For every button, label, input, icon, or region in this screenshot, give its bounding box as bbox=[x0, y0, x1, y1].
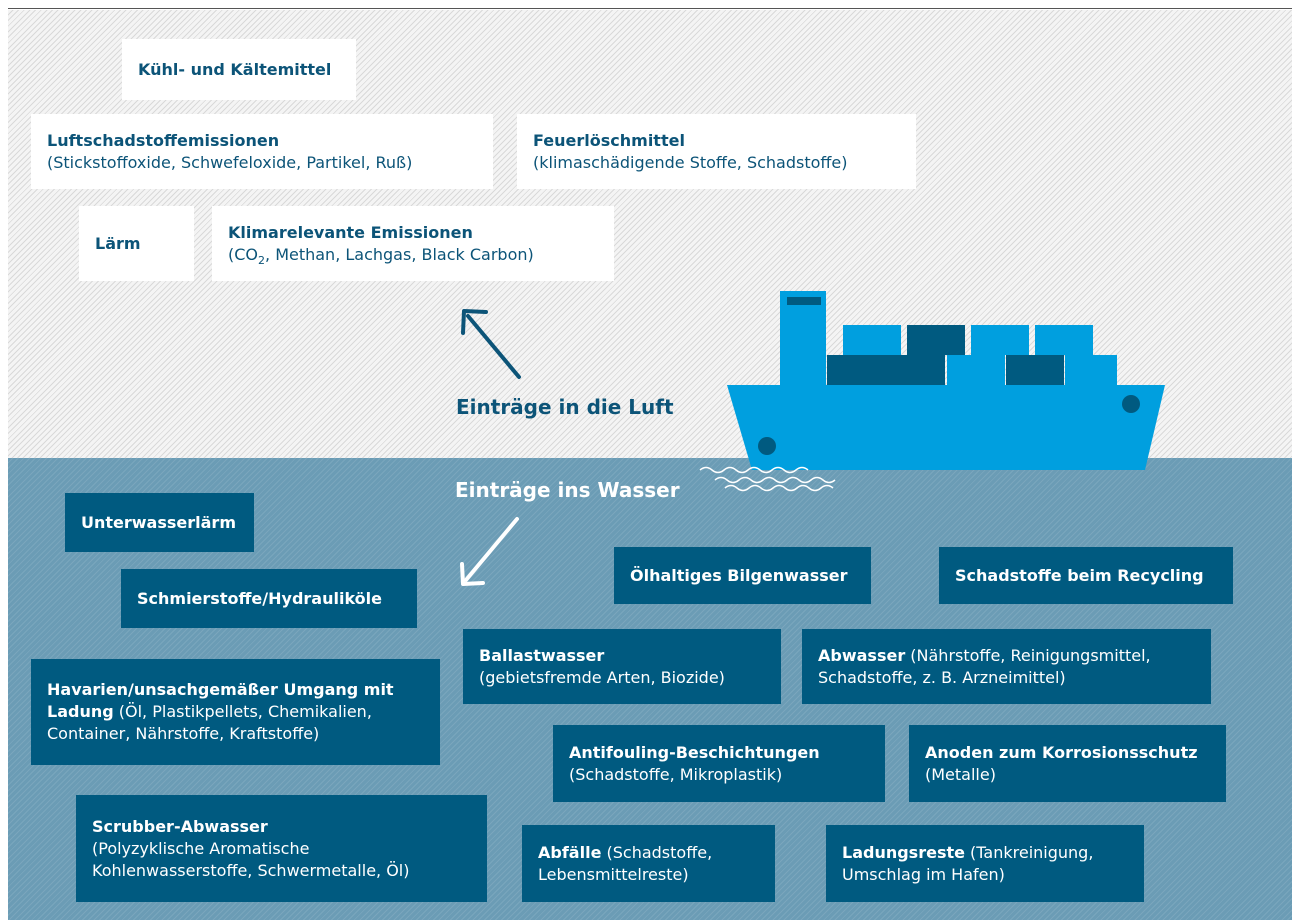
antifouling-detail: (Schadstoffe, Mikroplastik) bbox=[569, 764, 783, 784]
wave-line bbox=[724, 484, 834, 492]
container bbox=[1006, 355, 1064, 385]
laerm-title: Lärm bbox=[95, 233, 141, 253]
box-unterwasserlaerm: Unterwasserlärm bbox=[65, 493, 254, 552]
luftschadstoffe-title: Luftschadstoffemissionen bbox=[47, 130, 280, 150]
ladungsreste-line1: Ladungsreste (Tankreinigung, bbox=[842, 842, 1094, 862]
container bbox=[827, 355, 945, 385]
chimney-band bbox=[787, 297, 821, 305]
container bbox=[947, 355, 1005, 385]
box-laerm: Lärm bbox=[79, 206, 194, 281]
ship-hull bbox=[727, 385, 1165, 470]
antifouling-title: Antifouling-Beschichtungen bbox=[569, 742, 820, 762]
havarien-detail: Container, Nährstoffe, Kraftstoffe) bbox=[47, 724, 320, 743]
box-abwasser: Abwasser (Nährstoffe, Reinigungsmittel, … bbox=[802, 629, 1211, 704]
container bbox=[843, 325, 901, 355]
havarien-line2: Ladung (Öl, Plastikpellets, Chemikalien, bbox=[47, 702, 372, 721]
abwasser-line1: Abwasser (Nährstoffe, Reinigungsmittel, bbox=[818, 645, 1151, 665]
box-ladungsreste: Ladungsreste (Tankreinigung, Umschlag im… bbox=[826, 825, 1144, 902]
box-luftschadstoffe: Luftschadstoffemissionen (Stickstoffoxid… bbox=[31, 114, 493, 189]
anoden-title: Anoden zum Korrosionsschutz bbox=[925, 742, 1198, 762]
klima-title: Klimarelevante Emissionen bbox=[228, 222, 473, 242]
abfaelle-title: Abfälle bbox=[538, 842, 602, 862]
box-feuerloeschmittel: Feuerlöschmittel (klimaschädigende Stoff… bbox=[517, 114, 916, 189]
wave-line bbox=[714, 476, 836, 484]
abfaelle-detail: Lebensmittelreste) bbox=[538, 864, 689, 884]
wave-line bbox=[699, 466, 809, 474]
ballastwasser-title: Ballastwasser bbox=[479, 645, 605, 665]
abfaelle-line1: Abfälle (Schadstoffe, bbox=[538, 842, 713, 862]
box-havarien: Havarien/unsachgemäßer Umgang mit Ladung… bbox=[31, 659, 440, 765]
ladungsreste-detail: Umschlag im Hafen) bbox=[842, 864, 1005, 884]
ship-chimney bbox=[780, 291, 826, 385]
top-rule bbox=[8, 8, 1292, 9]
porthole bbox=[1122, 395, 1140, 413]
container bbox=[1065, 355, 1117, 385]
unterwasserlaerm-title: Unterwasserlärm bbox=[81, 512, 236, 532]
anoden-detail: (Metalle) bbox=[925, 764, 996, 784]
ballastwasser-detail: (gebietsfremde Arten, Biozide) bbox=[479, 667, 725, 687]
box-kuehlmittel: Kühl- und Kältemittel bbox=[122, 39, 356, 100]
scrubber-detail2: Kohlenwasserstoffe, Schwermetalle, Öl) bbox=[92, 860, 410, 880]
air-arrow bbox=[461, 309, 521, 379]
porthole bbox=[758, 437, 776, 455]
box-antifouling: Antifouling-Beschichtungen (Schadstoffe,… bbox=[553, 725, 885, 802]
box-ballastwasser: Ballastwasser (gebietsfremde Arten, Bioz… bbox=[463, 629, 781, 704]
abwasser-detail: Schadstoffe, z. B. Arzneimittel) bbox=[818, 667, 1066, 687]
luftschadstoffe-detail: (Stickstoffoxide, Schwefeloxide, Partike… bbox=[47, 152, 413, 172]
air-label: Einträge in die Luft bbox=[456, 395, 674, 419]
container bbox=[907, 325, 965, 355]
scrubber-detail: (Polyzyklische Aromatische bbox=[92, 838, 310, 858]
box-anoden: Anoden zum Korrosionsschutz (Metalle) bbox=[909, 725, 1226, 802]
box-bilgenwasser: Ölhaltiges Bilgenwasser bbox=[614, 547, 871, 604]
box-scrubber: Scrubber-Abwasser (Polyzyklische Aromati… bbox=[76, 795, 487, 902]
kuehlmittel-title: Kühl- und Kältemittel bbox=[138, 59, 332, 79]
klima-detail: (CO2, Methan, Lachgas, Black Carbon) bbox=[228, 244, 534, 267]
water-arrow bbox=[460, 517, 519, 586]
havarien-title: Havarien/unsachgemäßer Umgang mit bbox=[47, 680, 394, 699]
recycling-title: Schadstoffe beim Recycling bbox=[955, 565, 1204, 585]
abwasser-title: Abwasser bbox=[818, 645, 906, 665]
box-abfaelle: Abfälle (Schadstoffe, Lebensmittelreste) bbox=[522, 825, 775, 902]
ladungsreste-title: Ladungsreste bbox=[842, 842, 965, 862]
bilgenwasser-title: Ölhaltiges Bilgenwasser bbox=[630, 565, 848, 585]
container bbox=[971, 325, 1029, 355]
feuerloeschmittel-detail: (klimaschädigende Stoffe, Schadstoffe) bbox=[533, 152, 848, 172]
water-label: Einträge ins Wasser bbox=[455, 478, 680, 502]
container bbox=[1035, 325, 1093, 355]
box-recycling: Schadstoffe beim Recycling bbox=[939, 547, 1233, 604]
box-klima: Klimarelevante Emissionen (CO2, Methan, … bbox=[212, 206, 614, 281]
scrubber-title: Scrubber-Abwasser bbox=[92, 816, 268, 836]
box-schmierstoffe: Schmierstoffe/Hydrauliköle bbox=[121, 569, 417, 628]
schmierstoffe-title: Schmierstoffe/Hydrauliköle bbox=[137, 588, 382, 608]
feuerloeschmittel-title: Feuerlöschmittel bbox=[533, 130, 685, 150]
